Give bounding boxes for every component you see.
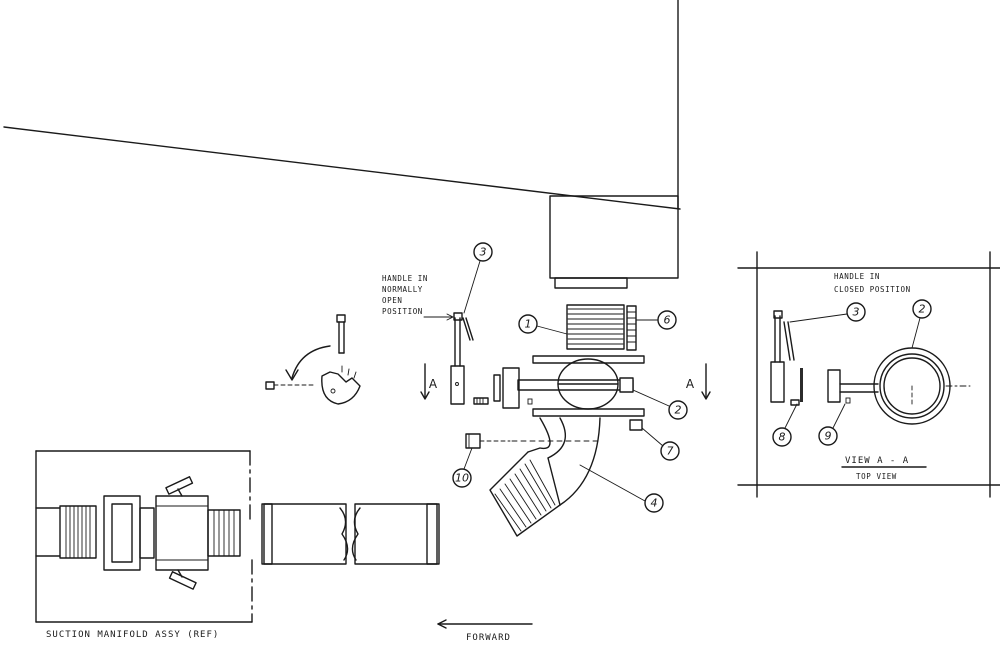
section-mark-right: A [686, 377, 695, 391]
screw-part-8 [473, 397, 489, 405]
elbow-part-4 [489, 417, 601, 537]
forward-label: FORWARD [466, 633, 511, 643]
valve-assembly [465, 304, 645, 537]
hose-segments [261, 503, 440, 565]
bolt-part-6 [626, 305, 637, 351]
suction-manifold-box: SUCTION MANIFOLD ASSY (REF) [35, 450, 253, 640]
svg-text:7: 7 [667, 445, 674, 458]
svg-text:CLOSED POSITION: CLOSED POSITION [834, 285, 911, 294]
coupling-part-1 [566, 304, 625, 350]
tank-outline [3, 0, 681, 210]
view-aa-title: VIEW A - A [845, 456, 909, 466]
handle-open-label: HANDLE IN NORMALLY OPEN POSITION [382, 274, 455, 321]
svg-text:9: 9 [825, 430, 832, 443]
svg-text:HANDLE IN: HANDLE IN [382, 274, 428, 283]
svg-text:1: 1 [525, 318, 532, 331]
svg-text:3: 3 [480, 246, 487, 259]
suction-manifold-label: SUCTION MANIFOLD ASSY (REF) [46, 630, 219, 640]
section-mark-left: A [429, 377, 438, 391]
section-markers: A A [420, 363, 711, 400]
callouts-main: 3 1 6 2 7 10 4 [452, 242, 688, 513]
forward-indicator: FORWARD [437, 619, 533, 643]
svg-text:OPEN: OPEN [382, 296, 402, 305]
handle-rotation-detail [265, 314, 361, 405]
svg-text:6: 6 [664, 314, 671, 327]
svg-text:3: 3 [853, 306, 860, 319]
svg-text:10: 10 [455, 472, 469, 485]
svg-text:2: 2 [675, 404, 682, 417]
fitting-part-10 [465, 433, 601, 449]
view-aa-box: HANDLE IN CLOSED POSITION 3 2 8 9 [737, 251, 1000, 498]
svg-text:HANDLE IN: HANDLE IN [834, 272, 880, 281]
svg-text:4: 4 [651, 497, 658, 510]
svg-text:2: 2 [919, 303, 926, 316]
handle-part-3-open [450, 312, 474, 405]
valve-body-part-2 [493, 358, 634, 410]
svg-text:NORMALLY: NORMALLY [382, 285, 423, 294]
svg-text:POSITION: POSITION [382, 307, 423, 316]
svg-text:8: 8 [779, 431, 786, 444]
view-aa-subtitle: TOP VIEW [856, 472, 897, 481]
tank-sump [549, 195, 679, 289]
